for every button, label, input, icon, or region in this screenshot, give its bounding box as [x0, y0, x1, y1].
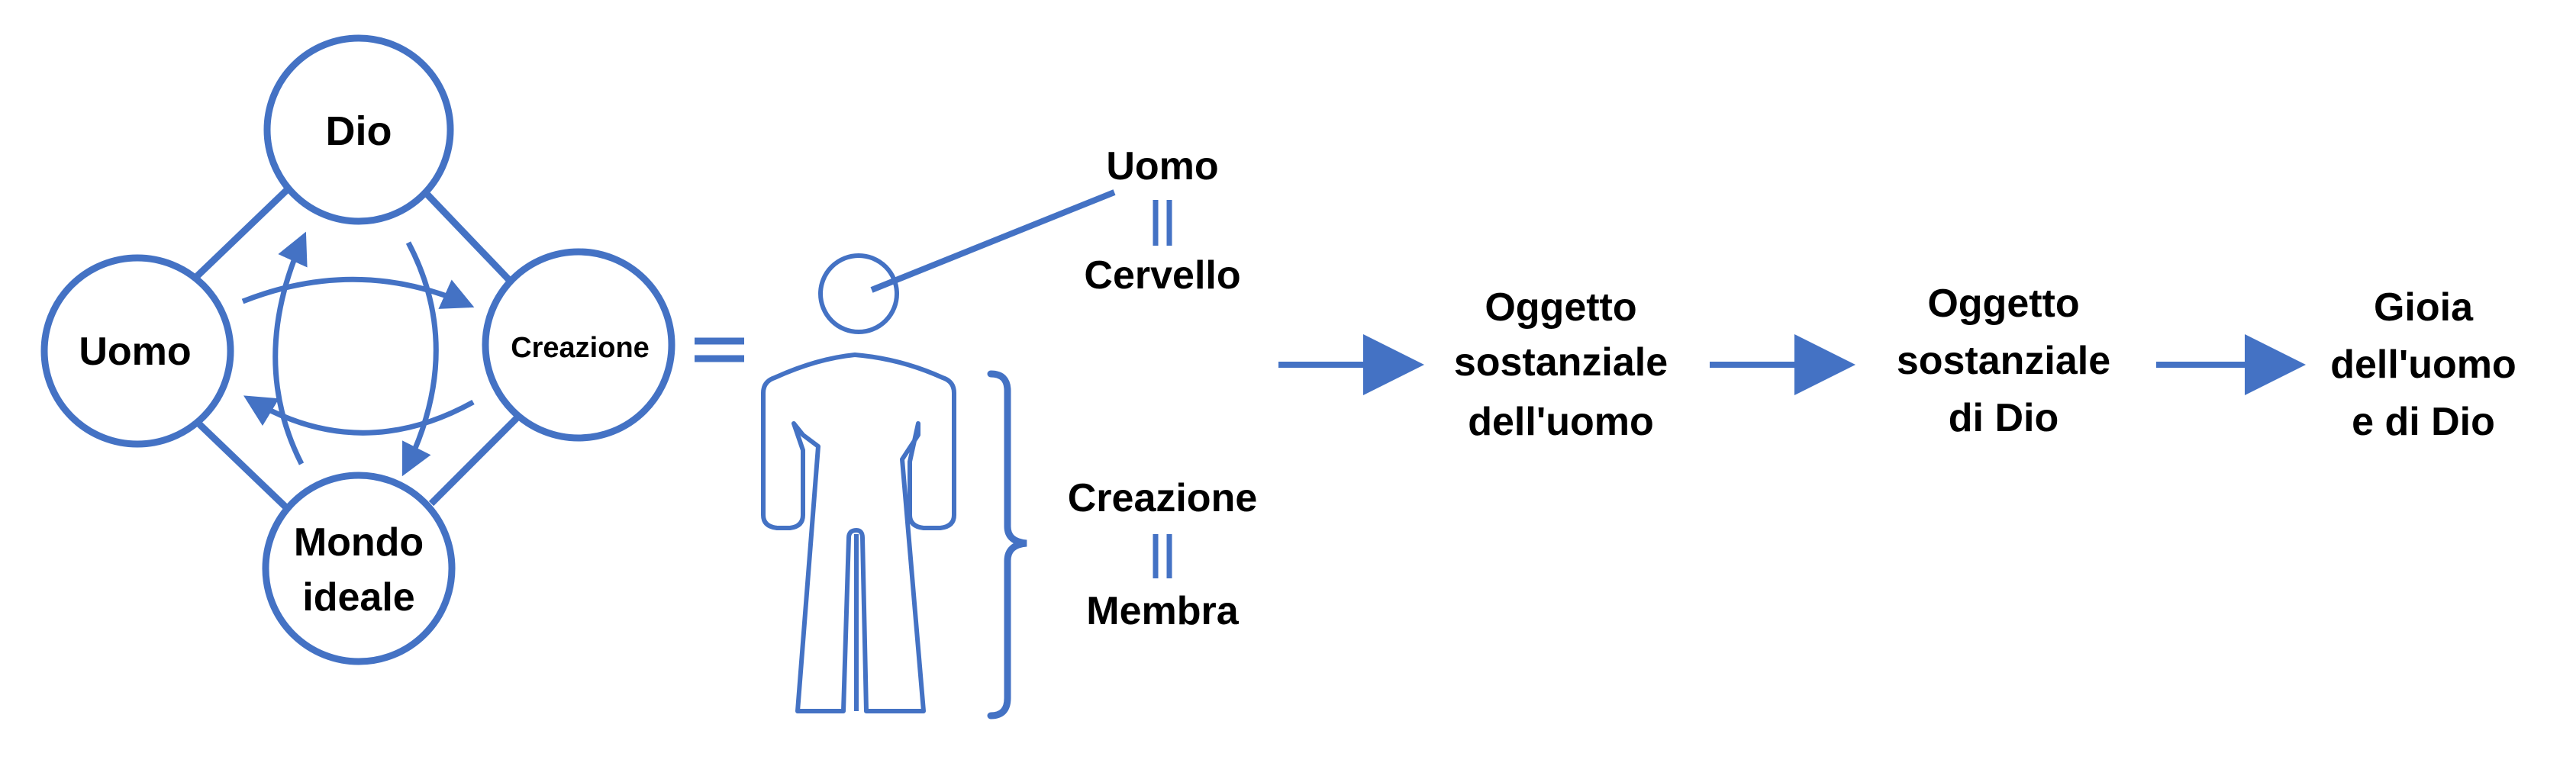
connector-dio-creazione	[424, 192, 514, 285]
human-head	[818, 253, 899, 334]
cycle-arrow-creazione-to-uomo	[243, 395, 475, 436]
connector-creazione-mondo	[428, 413, 522, 507]
circle-dio	[263, 34, 454, 225]
flow-3-line-3: e di Dio	[2352, 400, 2495, 444]
label-mondo: Mondo	[294, 520, 424, 565]
label-creazione: Creazione	[511, 332, 650, 364]
cycle-arrow-mondo-to-dio	[272, 231, 308, 465]
flow-3-line-2: dell'uomo	[2330, 343, 2516, 387]
cycle-arrow-dio-to-mondo	[401, 241, 439, 477]
head-pointer-line	[870, 189, 1116, 293]
label-ideale: ideale	[302, 575, 414, 620]
flow-2-line-3: di Dio	[1949, 396, 2059, 440]
human-body	[761, 353, 956, 713]
flow-1-line-2: sostanziale	[1454, 340, 1668, 385]
label-head-uomo: Uomo	[1106, 144, 1218, 188]
cycle-arrow-uomo-to-creazione	[241, 276, 475, 309]
circle-mondo-ideale	[262, 472, 456, 665]
flow-1-line-3: dell'uomo	[1468, 400, 1653, 444]
label-uomo: Uomo	[79, 330, 191, 374]
connector-uomo-mondo	[192, 417, 293, 514]
flow-3-line-1: Gioia	[2374, 285, 2474, 330]
connector-dio-uomo	[192, 184, 293, 282]
circle-creazione	[482, 248, 675, 442]
circle-uomo	[40, 254, 234, 448]
label-membra: Membra	[1086, 589, 1239, 633]
flow-2-line-2: sostanziale	[1897, 339, 2110, 383]
label-dio: Dio	[326, 108, 392, 154]
label-body-creazione: Creazione	[1068, 476, 1258, 520]
label-cervello: Cervello	[1084, 253, 1240, 298]
body-brace	[987, 370, 1027, 720]
flow-2-line-1: Oggetto	[1927, 282, 2079, 326]
flow-1-line-1: Oggetto	[1485, 285, 1636, 330]
